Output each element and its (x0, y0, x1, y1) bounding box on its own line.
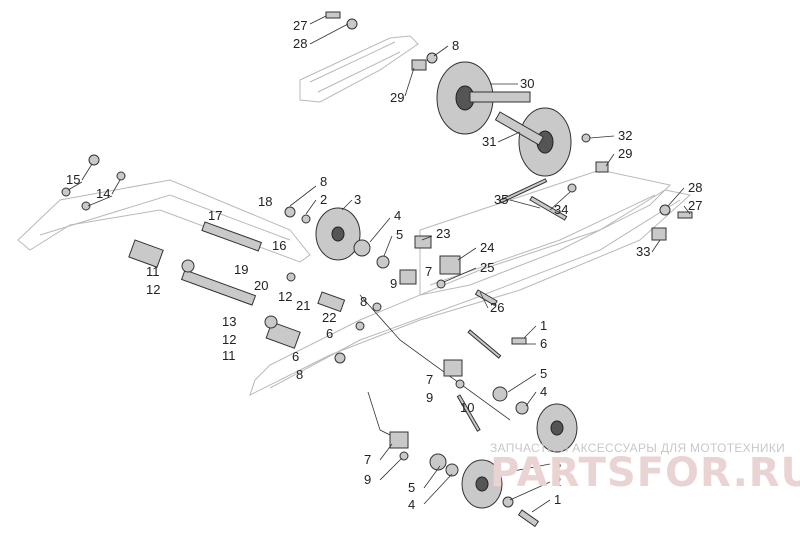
upper-idler-wheel (436, 61, 572, 177)
callout-8-left: 8 (296, 367, 303, 382)
leader-lines (67, 15, 691, 513)
callout-16: 16 (272, 238, 286, 253)
callout-7-bottom: 7 (364, 452, 371, 467)
callout-24: 24 (480, 240, 494, 255)
callout-2-bottom: 2 (554, 474, 561, 489)
callout-15: 15 (66, 172, 80, 187)
callout-labels: 27 28 8 29 30 31 32 29 15 14 8 2 3 18 35… (66, 18, 702, 512)
callout-32: 32 (618, 128, 632, 143)
idler-wheel-3-top (315, 207, 361, 261)
callout-1-bottom: 1 (554, 492, 561, 507)
callout-18: 18 (258, 194, 272, 209)
callout-4-bottom: 4 (408, 497, 415, 512)
callout-8-top: 8 (452, 38, 459, 53)
callout-4-mid: 4 (540, 384, 547, 399)
callout-7-mid: 7 (426, 372, 433, 387)
callout-19: 19 (234, 262, 248, 277)
callout-28-top: 28 (293, 36, 307, 51)
hardware (61, 11, 693, 528)
callout-34: 34 (554, 202, 568, 217)
callout-29-top: 29 (390, 90, 404, 105)
callout-5-top: 5 (396, 227, 403, 242)
swing-arm (359, 294, 511, 441)
callout-2-top: 2 (320, 192, 327, 207)
callout-31: 31 (482, 134, 496, 149)
callout-20: 20 (254, 278, 268, 293)
left-rail (17, 179, 692, 396)
callout-12-lower: 12 (222, 332, 236, 347)
callout-1-mid: 1 (540, 318, 547, 333)
callout-21: 21 (296, 298, 310, 313)
callout-6-left: 6 (292, 349, 299, 364)
callout-11-lower: 11 (222, 348, 236, 363)
callout-6-right: 6 (540, 336, 547, 351)
callout-27-top: 27 (293, 18, 307, 33)
callout-9-mid: 9 (426, 390, 433, 405)
callout-12-left: 12 (146, 282, 160, 297)
right-rail (419, 169, 672, 296)
upper-rail (299, 35, 419, 103)
callout-5-bottom: 5 (408, 480, 415, 495)
callout-13: 13 (222, 314, 236, 329)
callout-9-top: 9 (390, 276, 397, 291)
callout-35: 35 (494, 192, 508, 207)
callout-14: 14 (96, 186, 110, 201)
callout-3-top: 3 (354, 192, 361, 207)
callout-5-mid: 5 (540, 366, 547, 381)
callout-30: 30 (520, 76, 534, 91)
callout-9-bottom: 9 (364, 472, 371, 487)
idler-wheel-right (536, 403, 578, 453)
callout-23: 23 (436, 226, 450, 241)
cross-shafts (128, 195, 568, 349)
callout-7-top: 7 (425, 264, 432, 279)
callout-6-mid: 6 (326, 326, 333, 341)
callout-4-top: 4 (394, 208, 401, 223)
callout-12-mid: 12 (278, 289, 292, 304)
callout-10: 10 (460, 400, 474, 415)
callout-11-top: 11 (146, 264, 160, 279)
callout-25: 25 (480, 260, 494, 275)
callout-22: 22 (322, 310, 336, 325)
watermark-brand: PARTSFOR.RU (490, 450, 800, 496)
callout-17: 17 (208, 208, 222, 223)
idler-wheel-bottom (461, 459, 503, 509)
callout-33: 33 (636, 244, 650, 259)
callout-8-mid: 8 (320, 174, 327, 189)
callout-8-lower: 8 (360, 294, 367, 309)
callout-28-right: 28 (688, 180, 702, 195)
callout-26: 26 (490, 300, 504, 315)
watermark: ЗАПЧАСТИ И АКСЕССУАРЫ ДЛЯ МОТОТЕХНИКИ PA… (490, 441, 800, 496)
callout-3-bottom: 3 (554, 456, 561, 471)
callout-27-right: 27 (688, 198, 702, 213)
watermark-caption: ЗАПЧАСТИ И АКСЕССУАРЫ ДЛЯ МОТОТЕХНИКИ (490, 441, 785, 455)
callout-29-right: 29 (618, 146, 632, 161)
